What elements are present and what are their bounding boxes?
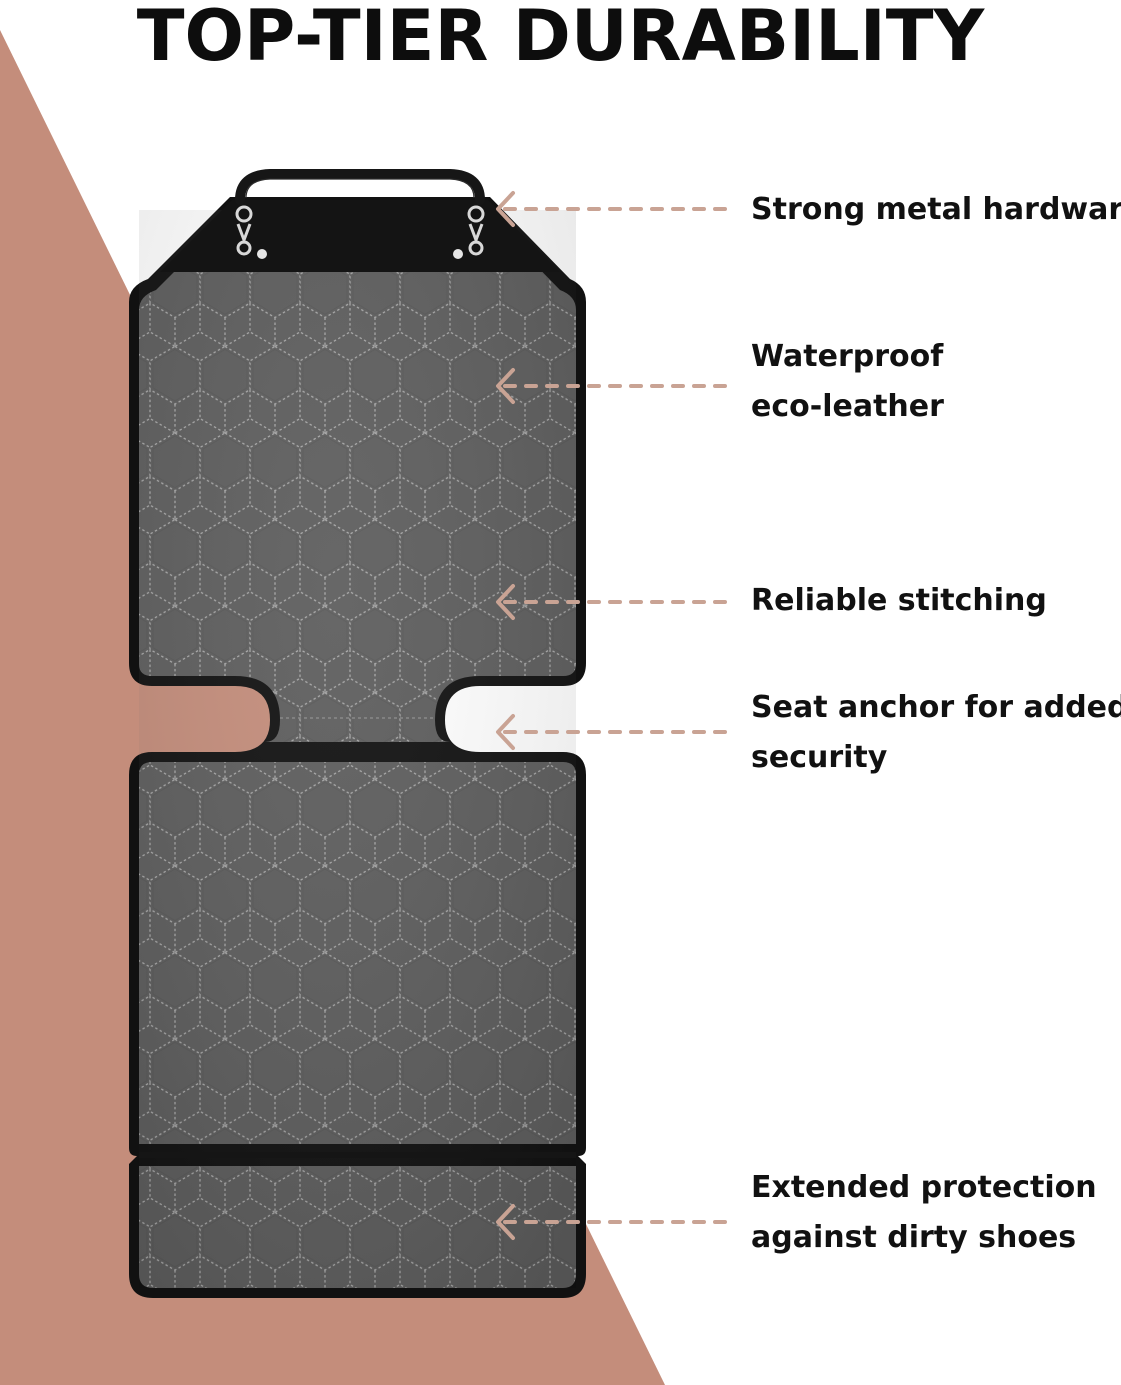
callout-line: Extended protection [751,1170,1097,1205]
callout-line: against dirty shoes [751,1220,1077,1255]
headline: TOP-TIER DURABILITY [136,0,985,77]
rivet [453,249,463,259]
headrest-flap [232,200,488,272]
mat-sheen [139,210,576,1288]
callout-reliable-stitching: Reliable stitching [751,576,1047,626]
callout-seat-anchor: Seat anchor for added security [751,683,1121,783]
callout-line: Reliable stitching [751,583,1047,618]
callout-line: Seat anchor for added [751,690,1121,725]
callout-line: Waterproof [751,339,944,374]
callout-line: security [751,740,888,775]
callout-line: Strong metal hardware [751,192,1121,227]
headrest-flap-corners [160,200,560,272]
callout-strong-metal-hardware: Strong metal hardware [751,185,1121,235]
callout-waterproof-eco-leather: Waterproof eco-leather [751,332,944,432]
buckle-hardware [235,205,485,256]
headrest-strap [235,169,485,205]
callout-line: eco-leather [751,389,944,424]
callout-extended-protection: Extended protection against dirty shoes [751,1163,1097,1263]
rivet [257,249,267,259]
